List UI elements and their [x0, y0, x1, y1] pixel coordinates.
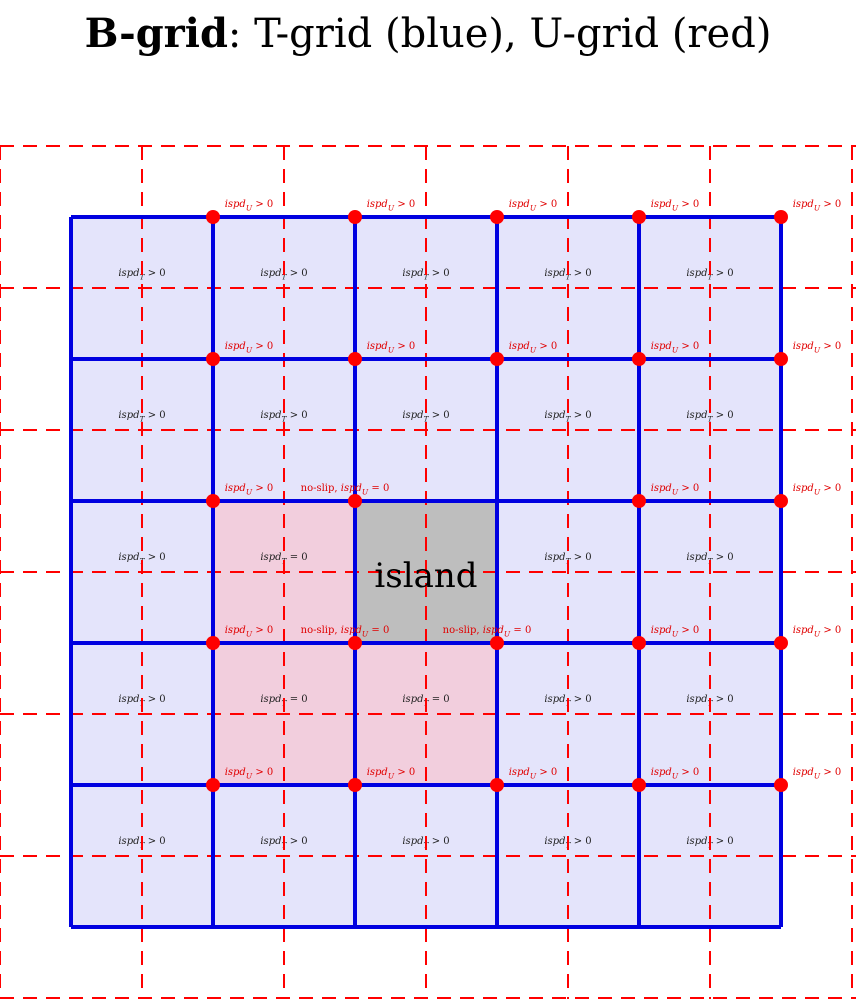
- u-label: no-slip, ispdU = 0: [301, 625, 390, 639]
- t-label: ispdT > 0: [544, 268, 591, 282]
- u-label: ispdU > 0: [793, 767, 842, 781]
- title-rest: : T-grid (blue), U-grid (red): [227, 11, 772, 57]
- u-node: [490, 210, 504, 224]
- u-node: [774, 778, 788, 792]
- u-label: ispdU > 0: [509, 199, 558, 213]
- u-label: ispdU > 0: [225, 341, 274, 355]
- t-labels-layer: ispdT > 0 ispdT > 0 ispdT > 0 ispdT > 0 ispd…: [118, 268, 733, 850]
- u-label: ispdU > 0: [651, 625, 700, 639]
- u-node: [774, 494, 788, 508]
- u-node: [490, 778, 504, 792]
- u-grid-layer: [0, 145, 856, 999]
- u-label: ispdU > 0: [225, 483, 274, 497]
- u-label: ispdU > 0: [225, 199, 274, 213]
- u-label: ispdU > 0: [225, 625, 274, 639]
- t-label: ispdT > 0: [544, 410, 591, 424]
- u-node: [632, 778, 646, 792]
- island-label: island: [374, 556, 477, 596]
- u-label: ispdU > 0: [651, 199, 700, 213]
- u-label: ispdU > 0: [367, 767, 416, 781]
- u-label: no-slip, ispdU = 0: [301, 483, 390, 497]
- u-label: no-slip, ispdU = 0: [443, 625, 532, 639]
- island-layer: island: [374, 556, 477, 596]
- t-cell: [639, 785, 781, 927]
- u-label: ispdU > 0: [651, 767, 700, 781]
- u-label: ispdU > 0: [793, 341, 842, 355]
- u-node: [348, 352, 362, 366]
- u-node: [206, 210, 220, 224]
- t-label: ispdT > 0: [402, 410, 449, 424]
- t-label: ispdT > 0: [118, 268, 165, 282]
- u-node: [348, 778, 362, 792]
- u-node: [348, 210, 362, 224]
- u-node: [774, 210, 788, 224]
- title-bold: B-grid: [84, 10, 228, 57]
- u-node: [490, 636, 504, 650]
- u-node: [348, 636, 362, 650]
- u-node: [632, 210, 646, 224]
- u-label: ispdU > 0: [793, 625, 842, 639]
- u-label: ispdU > 0: [793, 199, 842, 213]
- u-node: [206, 352, 220, 366]
- t-label: ispdT > 0: [686, 268, 733, 282]
- u-label: ispdU > 0: [509, 767, 558, 781]
- t-label: ispdT > 0: [686, 410, 733, 424]
- t-label: ispdT > 0: [402, 268, 449, 282]
- u-node: [206, 494, 220, 508]
- u-node: [632, 494, 646, 508]
- u-label: ispdU > 0: [367, 199, 416, 213]
- t-label: ispdT > 0: [118, 410, 165, 424]
- t-cell: [639, 643, 781, 785]
- u-label: ispdU > 0: [367, 341, 416, 355]
- t-label: ispdT > 0: [260, 268, 307, 282]
- u-label: ispdU > 0: [651, 483, 700, 497]
- t-grid-lines-layer: [69, 215, 783, 929]
- u-node: [206, 778, 220, 792]
- u-node: [206, 636, 220, 650]
- t-cell: [497, 643, 639, 785]
- u-node: [348, 494, 362, 508]
- u-node: [774, 352, 788, 366]
- u-node: [632, 636, 646, 650]
- u-label: ispdU > 0: [793, 483, 842, 497]
- u-node: [774, 636, 788, 650]
- u-label: ispdU > 0: [509, 341, 558, 355]
- u-label: ispdU > 0: [651, 341, 700, 355]
- diagram-title: B-grid: T-grid (blue), U-grid (red): [0, 10, 856, 57]
- u-node: [490, 352, 504, 366]
- u-label: ispdU > 0: [225, 767, 274, 781]
- u-nodes-layer: ispdU > 0 ispdU > 0 ispdU > 0 ispdU > 0 ispd…: [206, 199, 841, 792]
- t-label: ispdT > 0: [260, 410, 307, 424]
- t-cell: [497, 785, 639, 927]
- u-node: [632, 352, 646, 366]
